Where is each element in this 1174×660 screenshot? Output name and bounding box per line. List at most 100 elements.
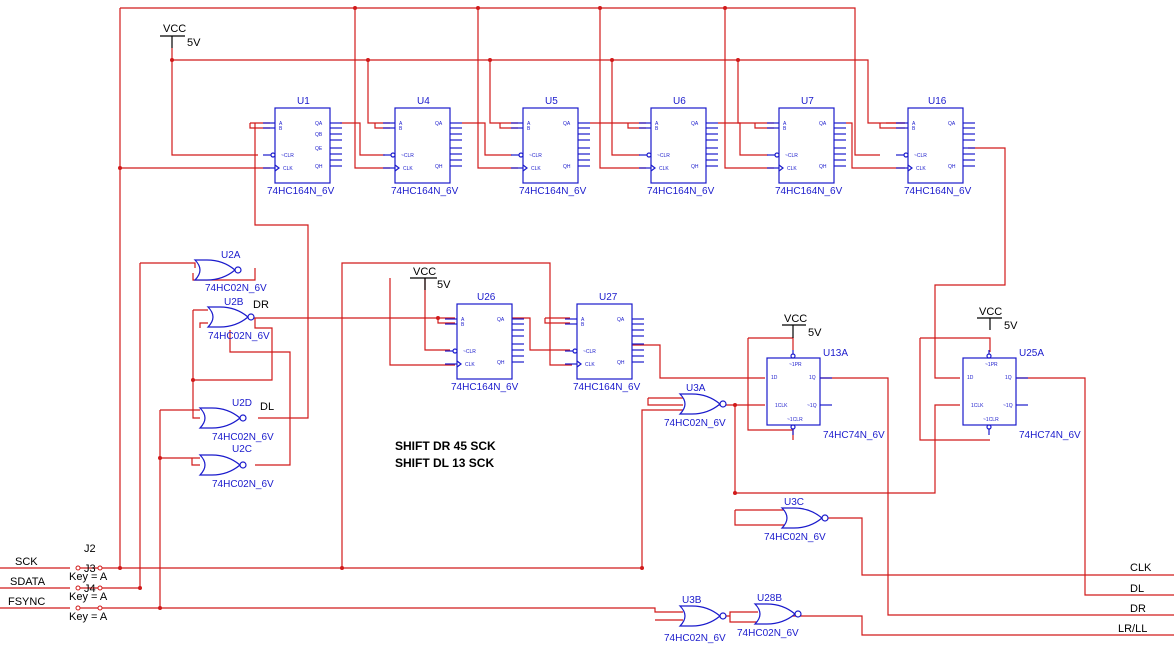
svg-text:~1Q: ~1Q xyxy=(1003,403,1013,409)
shift-register-u4: A B ~CLR CLK QA QH U4 74HC164N_6V xyxy=(382,96,463,197)
part-label: 74HC02N_6V xyxy=(664,418,726,429)
ref-label: U26 xyxy=(477,292,496,303)
svg-text:1CLK: 1CLK xyxy=(971,403,984,409)
flipflop-u25a: ~1PR 1D 1CLK ~1CLR 1Q ~1Q U25A 74HC74N_6… xyxy=(962,348,1081,441)
ref-label: U2A xyxy=(221,250,241,261)
svg-text:B: B xyxy=(399,126,403,132)
output-labels: CLK DL DR LR/LL xyxy=(1118,562,1152,635)
pin-d: 1D xyxy=(771,375,778,381)
svg-text:QH: QH xyxy=(948,164,956,170)
input-connectors: SCK SDATA FSYNC J2 J3 J4 Key = A Key = A… xyxy=(8,543,108,623)
svg-text:~CLR: ~CLR xyxy=(463,349,476,355)
part-label: 74HC74N_6V xyxy=(1019,430,1081,441)
svg-text:CLK: CLK xyxy=(585,362,595,368)
net-label-dl: DL xyxy=(260,401,274,413)
pin-clr: ~1CLR xyxy=(787,417,803,423)
key-label-1: Key = A xyxy=(69,571,108,583)
flipflop-u13a: ~1PR 1D 1CLK ~1CLR 1Q ~1Q U13A 74HC74N_6… xyxy=(766,348,885,441)
svg-text:QH: QH xyxy=(435,164,443,170)
part-label: 74HC164N_6V xyxy=(573,382,641,393)
ref-label: U16 xyxy=(928,96,947,107)
key-label-3: Key = A xyxy=(69,611,108,623)
nor-gate-u2c: U2C 74HC02N_6V xyxy=(199,444,274,490)
shift-register-u5: A B ~CLR CLK QA QH U5 74HC164N_6V xyxy=(510,96,591,197)
annotation-line-2: SHIFT DL 13 SCK xyxy=(395,456,494,470)
nor-gate-u3b: U3B 74HC02N_6V xyxy=(664,595,727,644)
nor-gate-u2b: U2B 74HC02N_6V xyxy=(207,297,270,342)
key-label-2: Key = A xyxy=(69,591,108,603)
svg-text:QH: QH xyxy=(691,164,699,170)
ref-label: U2B xyxy=(224,297,244,308)
part-label: 74HC02N_6V xyxy=(764,532,826,543)
annotation-line-1: SHIFT DR 45 SCK xyxy=(395,439,496,453)
part-label: 74HC164N_6V xyxy=(267,186,335,197)
svg-text:QA: QA xyxy=(563,121,571,127)
shift-register-u26: A B ~CLR CLK QA QH U26 74HC164N_6V xyxy=(444,292,525,393)
svg-text:CLK: CLK xyxy=(465,362,475,368)
ref-label: U3A xyxy=(686,383,706,394)
shift-register-u27: A B ~CLR CLK QA QH U27 74HC164N_6V xyxy=(564,292,645,393)
svg-text:A: A xyxy=(912,121,916,127)
part-label: 74HC164N_6V xyxy=(647,186,715,197)
svg-text:A: A xyxy=(581,317,585,323)
ref-label: U27 xyxy=(599,292,618,303)
svg-text:QA: QA xyxy=(497,317,505,323)
input-sdata-label: SDATA xyxy=(10,576,46,588)
pin-qa: QA xyxy=(315,121,323,127)
svg-text:B: B xyxy=(527,126,531,132)
svg-text:QH: QH xyxy=(617,360,625,366)
svg-text:CLK: CLK xyxy=(403,166,413,172)
shift-register-u7: A B ~CLR CLK QA QH U7 74HC164N_6V xyxy=(766,96,847,197)
svg-text:~CLR: ~CLR xyxy=(583,349,596,355)
part-label: 74HC164N_6V xyxy=(451,382,519,393)
ref-label: U2D xyxy=(232,398,252,409)
pin-clk: CLK xyxy=(283,166,293,172)
svg-text:B: B xyxy=(581,322,585,328)
svg-text:QA: QA xyxy=(948,121,956,127)
shift-register-u1: A B ~CLR CLK QA QB QE QH U1 74HC164N_6V xyxy=(262,96,343,197)
svg-text:~1PR: ~1PR xyxy=(985,362,998,368)
part-label: 74HC02N_6V xyxy=(212,479,274,490)
output-dl-label: DL xyxy=(1130,583,1144,595)
ref-label: U28B xyxy=(757,593,782,604)
pin-clk: 1CLK xyxy=(775,403,788,409)
svg-text:~CLR: ~CLR xyxy=(657,153,670,159)
svg-text:CLK: CLK xyxy=(787,166,797,172)
svg-text:A: A xyxy=(399,121,403,127)
ref-label: U3B xyxy=(682,595,702,606)
svg-text:~CLR: ~CLR xyxy=(914,153,927,159)
connector-j3: J3 xyxy=(84,563,96,575)
svg-text:QA: QA xyxy=(819,121,827,127)
svg-text:QH: QH xyxy=(497,360,505,366)
part-label: 74HC164N_6V xyxy=(904,186,972,197)
output-lrll-label: LR/LL xyxy=(1118,623,1147,635)
part-label: 74HC02N_6V xyxy=(737,628,799,639)
svg-text:A: A xyxy=(655,121,659,127)
net-label-dr: DR xyxy=(253,299,269,311)
svg-text:~CLR: ~CLR xyxy=(529,153,542,159)
pin-a: A xyxy=(279,121,283,127)
pin-qb: QB xyxy=(315,132,323,138)
svg-text:~1CLR: ~1CLR xyxy=(983,417,999,423)
svg-text:B: B xyxy=(655,126,659,132)
input-fsync-label: FSYNC xyxy=(8,596,45,608)
pin-qh: QH xyxy=(315,164,323,170)
shift-register-u6: A B ~CLR CLK QA QH U6 74HC164N_6V xyxy=(638,96,719,197)
svg-text:B: B xyxy=(912,126,916,132)
svg-text:QA: QA xyxy=(435,121,443,127)
ref-label: U7 xyxy=(801,96,814,107)
nor-gate-u2a: U2A 74HC02N_6V xyxy=(194,250,267,294)
svg-text:5V: 5V xyxy=(437,279,451,291)
junction-dots xyxy=(118,6,740,610)
svg-text:A: A xyxy=(783,121,787,127)
svg-text:VCC: VCC xyxy=(979,306,1002,318)
volt-label: 5V xyxy=(187,37,201,49)
svg-text:QH: QH xyxy=(819,164,827,170)
svg-text:1D: 1D xyxy=(967,375,974,381)
svg-text:A: A xyxy=(527,121,531,127)
output-dr-label: DR xyxy=(1130,603,1146,615)
vcc-label: VCC xyxy=(163,23,186,35)
wires xyxy=(0,7,1174,636)
svg-text:QH: QH xyxy=(563,164,571,170)
